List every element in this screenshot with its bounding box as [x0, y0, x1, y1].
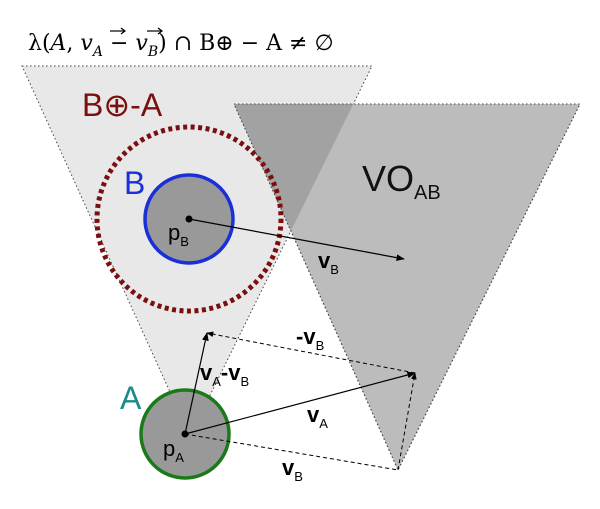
- velocity-vectors: [184, 218, 416, 435]
- vA-label: vA: [307, 402, 328, 431]
- vector-vA-minus-vB: [184, 332, 209, 435]
- minkowski-sum-circle: [94, 124, 284, 314]
- agent-b-label: B: [124, 165, 145, 201]
- vB-lower-label: vB: [282, 455, 303, 484]
- vector-vB-from-pB: [188, 218, 405, 261]
- velocity-obstacle-label: VOAB: [362, 158, 441, 204]
- agent-a-label: A: [120, 380, 142, 416]
- formula-text: λ(A, vA − vB) ∩ B⊕ − A ≠ ∅: [28, 31, 334, 60]
- pA-label: pA: [163, 436, 184, 465]
- minkowski-label: B⊕-A: [82, 87, 163, 123]
- pB-label: pB: [168, 220, 189, 249]
- velocity-obstacle-outline: [233, 103, 581, 472]
- construction-lines: [184, 331, 417, 471]
- vector-vA: [184, 371, 416, 435]
- relative-velocity-label: vA-vB: [200, 360, 249, 389]
- cone-overlap: [234, 104, 372, 436]
- vB-label: vB: [318, 248, 339, 277]
- formula-vector-arrows: [110, 27, 163, 35]
- neg-vB-label: -vB: [296, 324, 324, 353]
